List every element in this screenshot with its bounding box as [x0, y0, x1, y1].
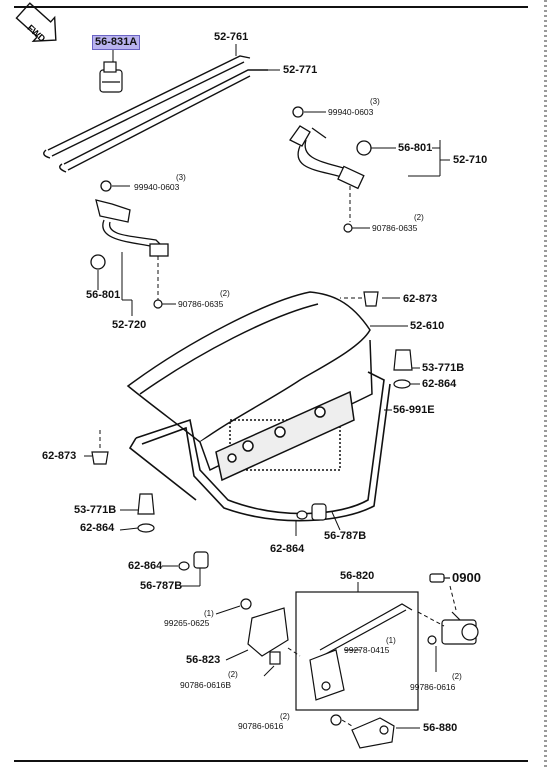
striker-bracket-drawing: [240, 598, 289, 665]
top-rule: [14, 6, 528, 8]
part-label-56-820[interactable]: 56-820: [340, 570, 375, 582]
part-label-62-864-b[interactable]: 62-864: [80, 522, 115, 534]
qty-99940-a: (3): [370, 97, 380, 106]
qty-90786-a: (2): [414, 213, 424, 222]
part-label-56-801-b[interactable]: 56-801: [86, 289, 121, 301]
part-label-53-771B-b[interactable]: 53-771B: [74, 504, 117, 516]
part-label-90786-0635-a[interactable]: 90786-0635: [372, 223, 418, 233]
torsion-bars-drawing: [43, 55, 268, 173]
part-label-90786-0616B[interactable]: 90786-0616B: [180, 680, 232, 690]
part-label-53-771B-a[interactable]: 53-771B: [422, 362, 465, 374]
part-label-90786-0616[interactable]: 90786-0616: [238, 721, 284, 731]
part-label-56-831A[interactable]: 56-831A: [92, 35, 141, 50]
bottom-rule: [14, 760, 528, 762]
qty-90786-b: (2): [220, 289, 230, 298]
lock-assembly-box: [295, 591, 419, 711]
part-label-56-823[interactable]: 56-823: [186, 654, 221, 666]
part-label-99265-0625[interactable]: 99265-0625: [164, 618, 210, 628]
part-label-62-864-a[interactable]: 62-864: [422, 378, 457, 390]
qty-99278: (1): [386, 636, 396, 645]
right-edge: [544, 0, 547, 768]
left-hinge-drawing: [90, 180, 169, 270]
part-label-62-864-d[interactable]: 62-864: [128, 560, 163, 572]
lock-cylinder-drawing: [427, 611, 479, 645]
part-label-52-761[interactable]: 52-761: [214, 31, 249, 43]
right-hinge-drawing: [289, 106, 372, 190]
trunk-lid-drawing: [126, 291, 373, 482]
part-label-62-873-b[interactable]: 62-873: [42, 450, 77, 462]
part-label-56-991E[interactable]: 56-991E: [393, 404, 435, 416]
part-label-52-610[interactable]: 52-610: [410, 320, 445, 332]
part-label-52-720[interactable]: 52-720: [112, 319, 147, 331]
part-label-56-787B-b[interactable]: 56-787B: [140, 580, 183, 592]
part-label-99786-0616[interactable]: 99786-0616: [410, 682, 456, 692]
qty-99265: (1): [204, 609, 214, 618]
qty-90786-0616B: (2): [228, 670, 238, 679]
part-label-52-710[interactable]: 52-710: [453, 154, 488, 166]
clip-part-drawing: [99, 61, 123, 93]
key-icon: [429, 573, 450, 583]
part-label-62-864-c[interactable]: 62-864: [270, 543, 305, 555]
part-label-99940-0603-b[interactable]: 99940-0603: [134, 182, 180, 192]
part-label-99278-0415[interactable]: 99278-0415: [344, 645, 390, 655]
qty-90786-0616: (2): [280, 712, 290, 721]
part-label-62-873-a[interactable]: 62-873: [403, 293, 438, 305]
part-label-56-880[interactable]: 56-880: [423, 722, 458, 734]
part-label-56-787B-a[interactable]: 56-787B: [324, 530, 367, 542]
qty-99786: (2): [452, 672, 462, 681]
part-label-0900[interactable]: 0900: [452, 570, 481, 585]
bumpers-drawing: [91, 291, 413, 571]
qty-99940-b: (3): [176, 173, 186, 182]
part-label-56-801-a[interactable]: 56-801: [398, 142, 433, 154]
striker-drawing: [330, 714, 395, 749]
part-label-99940-0603-a[interactable]: 99940-0603: [328, 107, 374, 117]
part-label-52-771[interactable]: 52-771: [283, 64, 318, 76]
part-label-90786-0635-b[interactable]: 90786-0635: [178, 299, 224, 309]
